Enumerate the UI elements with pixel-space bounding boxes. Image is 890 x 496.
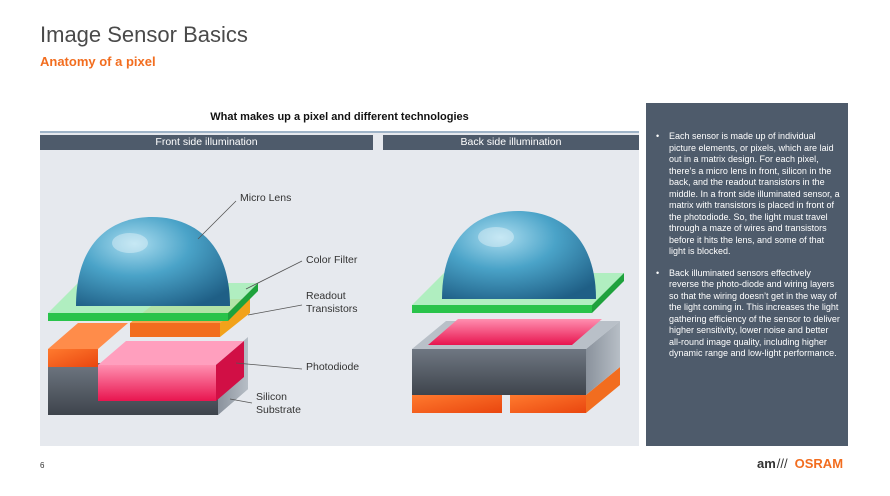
- back-photodiode: [428, 319, 602, 345]
- front-lens-highlight: [112, 233, 148, 253]
- logo-ams: am: [757, 456, 776, 471]
- back-color-filter: [412, 305, 592, 313]
- back-transistor-side: [586, 367, 620, 413]
- label-color-filter: Color Filter: [306, 254, 358, 266]
- description-panel: • Each sensor is made up of individual p…: [646, 103, 848, 446]
- front-photodiode: [98, 365, 216, 401]
- back-substrate-side: [586, 321, 620, 395]
- leader-readout: [247, 304, 303, 316]
- label-photodiode: Photodiode: [306, 361, 360, 373]
- front-photodiode-top: [98, 341, 244, 365]
- company-logo: am/// OSRAM: [757, 456, 843, 471]
- label-silicon-line1: Silicon: [256, 391, 287, 403]
- bullet-glyph: •: [656, 267, 660, 278]
- back-side-stack: [412, 211, 624, 413]
- description-list: • Each sensor is made up of individual p…: [656, 131, 842, 370]
- diagram-title: What makes up a pixel and different tech…: [40, 103, 639, 131]
- back-micro-lens: [442, 211, 596, 299]
- logo-separator: ///: [776, 456, 788, 471]
- front-side-stack: [48, 217, 258, 415]
- back-color-filter-side: [592, 273, 624, 313]
- back-transistor-right: [510, 395, 586, 413]
- label-silicon-line2: Substrate: [256, 404, 301, 416]
- bullet-text: Each sensor is made up of individual pic…: [669, 131, 840, 256]
- leader-silicon: [229, 398, 253, 404]
- front-color-filter-side: [228, 283, 258, 321]
- front-micro-lens: [76, 217, 230, 306]
- pixel-anatomy-illustration: [48, 200, 624, 415]
- bullet-text: Back illuminated sensors effectively rev…: [669, 267, 840, 359]
- logo-osram: OSRAM: [794, 456, 844, 471]
- front-color-filter: [48, 313, 228, 321]
- leader-micro-lens: [197, 200, 237, 240]
- back-substrate: [412, 349, 586, 395]
- label-readout-line1: Readout: [306, 290, 346, 302]
- label-readout-line2: Transistors: [306, 303, 358, 315]
- page-title: Image Sensor Basics: [40, 22, 248, 47]
- diagram-panel: What makes up a pixel and different tech…: [40, 103, 639, 446]
- front-transistor-right-side: [220, 299, 250, 337]
- page-number: 6: [40, 461, 45, 470]
- front-transistor-left-top: [48, 323, 128, 349]
- front-photodiode-side: [216, 341, 244, 401]
- front-transistor-left: [48, 349, 98, 367]
- header-divider: [40, 131, 639, 133]
- leader-photodiode: [235, 362, 303, 370]
- page-subtitle: Anatomy of a pixel: [40, 54, 156, 69]
- back-lens-highlight: [478, 227, 514, 247]
- description-bullet: • Each sensor is made up of individual p…: [656, 131, 842, 258]
- front-side-header: Front side illumination: [40, 135, 373, 150]
- leader-color-filter: [245, 260, 303, 290]
- back-side-header: Back side illumination: [383, 135, 639, 150]
- label-micro-lens: Micro Lens: [240, 192, 292, 204]
- front-transistor-right: [130, 323, 220, 337]
- description-bullet: • Back illuminated sensors effectively r…: [656, 268, 842, 360]
- back-transistor-left: [412, 395, 502, 413]
- bullet-glyph: •: [656, 131, 660, 141]
- label-leaders: [197, 200, 303, 404]
